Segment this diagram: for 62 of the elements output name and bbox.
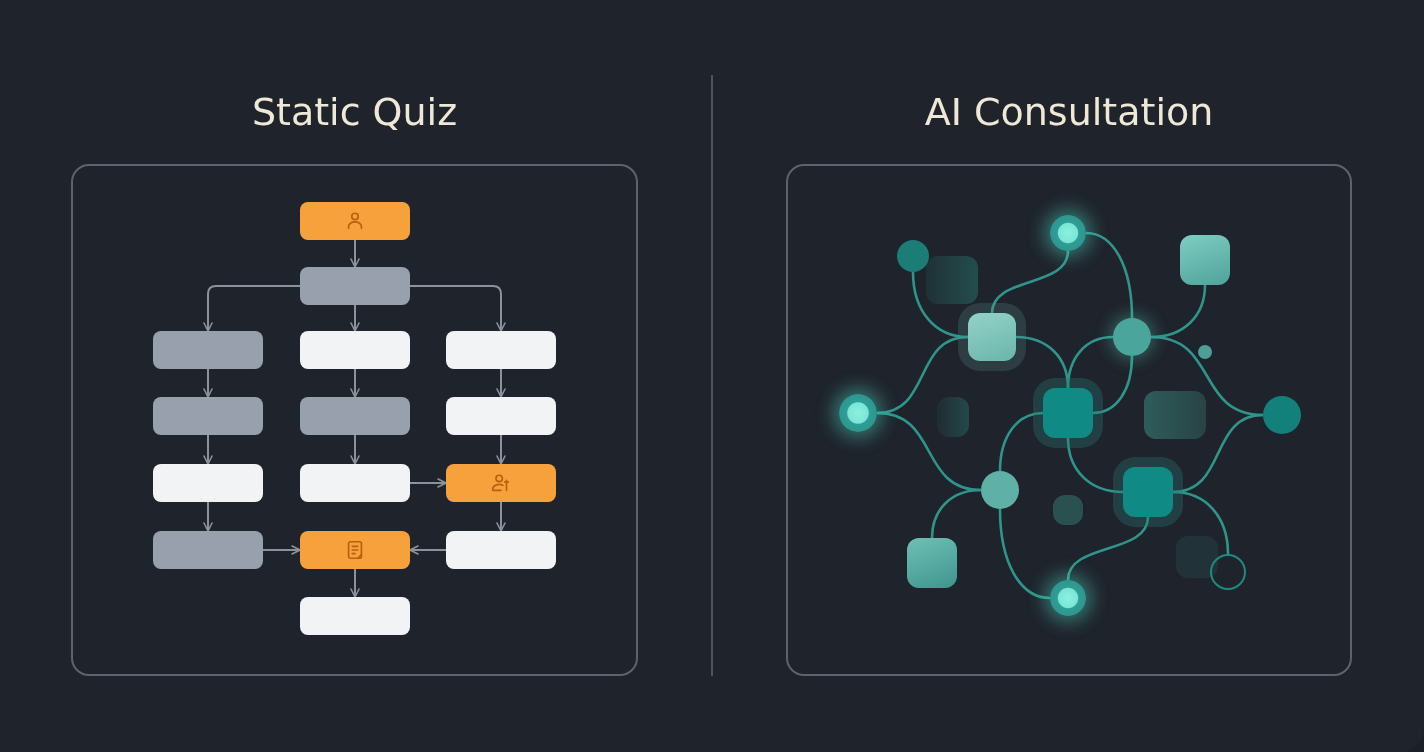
network-node-circle xyxy=(1113,318,1151,356)
flow-box xyxy=(446,397,556,435)
panel-title: Static Quiz xyxy=(250,89,459,136)
flow-box xyxy=(446,531,556,569)
connector-line xyxy=(1172,413,1264,494)
connector-line xyxy=(930,488,982,539)
flow-box xyxy=(300,531,410,569)
connector-line xyxy=(1172,490,1230,555)
network-node-circle xyxy=(981,471,1019,509)
arrow xyxy=(409,545,447,555)
arrow xyxy=(409,478,447,488)
flow-box xyxy=(300,202,410,240)
connector-line xyxy=(990,250,1070,314)
network-node-circle xyxy=(1210,554,1246,590)
network-node-circle xyxy=(1050,580,1086,616)
network-node-circle xyxy=(1198,345,1212,359)
network-node-square xyxy=(926,256,978,304)
flow-box xyxy=(300,331,410,369)
arrow xyxy=(262,545,301,555)
network-node-square xyxy=(1180,235,1230,285)
connector-line xyxy=(998,411,1044,472)
connector-line xyxy=(1092,355,1134,415)
network-node-square xyxy=(1043,388,1093,438)
network-node-circle xyxy=(1050,215,1086,251)
flow-box xyxy=(153,331,263,369)
flow-box xyxy=(446,464,556,502)
network-node-square xyxy=(1123,467,1173,517)
arrow xyxy=(350,434,360,465)
arrow xyxy=(350,568,360,598)
arrow xyxy=(409,285,506,332)
network-node-circle xyxy=(839,394,877,432)
arrow xyxy=(496,501,506,532)
arrow xyxy=(496,434,506,465)
flow-box xyxy=(153,397,263,435)
flow-box xyxy=(446,331,556,369)
panel-title: AI Consultation xyxy=(923,89,1215,136)
arrow xyxy=(203,501,213,532)
network-node-square xyxy=(968,313,1016,361)
arrow xyxy=(496,368,506,398)
connector-line xyxy=(876,411,982,492)
arrow xyxy=(203,434,213,465)
network-node-square xyxy=(907,538,957,588)
flow-box xyxy=(300,397,410,435)
network-node-circle xyxy=(897,240,929,272)
connector-line xyxy=(876,335,969,415)
flow-box xyxy=(300,597,410,635)
network-node-circle xyxy=(1263,396,1301,434)
flow-box xyxy=(300,464,410,502)
connector-line xyxy=(1066,437,1124,494)
connector-line xyxy=(1066,516,1150,581)
flow-box xyxy=(153,531,263,569)
connector-line xyxy=(998,508,1051,600)
arrow xyxy=(350,368,360,398)
flow-box xyxy=(153,464,263,502)
flow-box xyxy=(300,267,410,305)
arrow xyxy=(350,239,360,268)
connector-line xyxy=(1085,231,1134,319)
arrow xyxy=(350,304,360,332)
connector-line xyxy=(1066,335,1114,389)
arrow xyxy=(203,368,213,398)
arrow xyxy=(203,285,301,332)
network-node-square xyxy=(1144,391,1206,439)
